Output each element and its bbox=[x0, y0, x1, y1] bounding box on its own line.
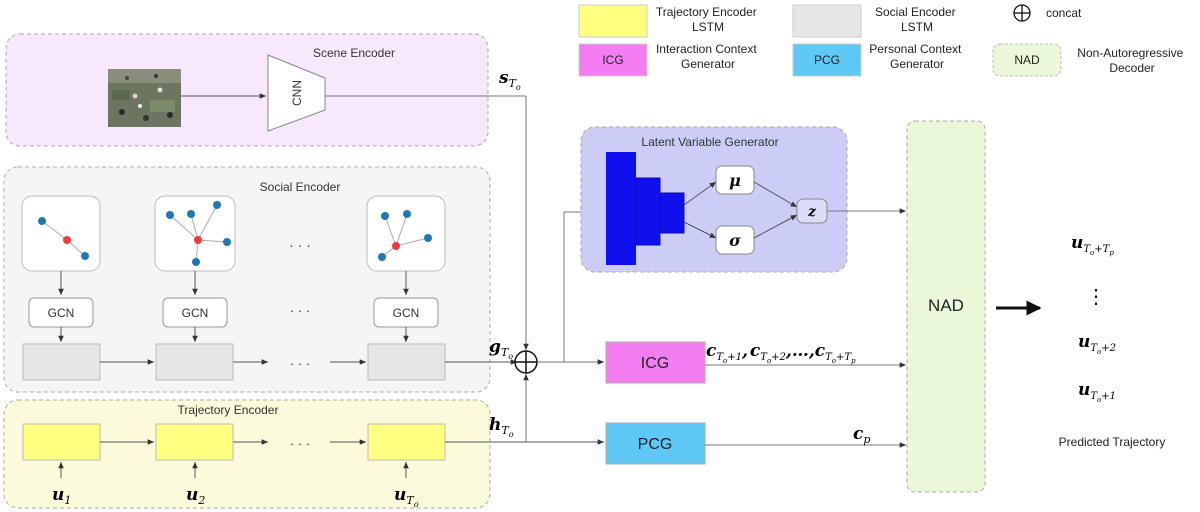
input-uTo: uTo bbox=[394, 485, 419, 509]
legend-traj-lstm-swatch bbox=[578, 4, 648, 38]
gcn-label-2: GCN bbox=[182, 306, 209, 320]
scene-encoder-panel bbox=[5, 33, 489, 147]
latent-variable-generator: Latent Variable Generator μ σ z bbox=[580, 126, 848, 273]
social-encoder-title: Social Encoder bbox=[260, 180, 341, 194]
output-vdots: ⋮ bbox=[1086, 284, 1106, 308]
traj-lstm-cell-1 bbox=[22, 423, 101, 461]
label-c-p: cp bbox=[853, 424, 870, 446]
legend-concat-label: concat bbox=[1046, 6, 1082, 20]
concat-icon bbox=[1013, 4, 1031, 22]
sigma-node bbox=[715, 225, 755, 255]
legend-social-lstm-label: Social Encoder LSTM bbox=[875, 5, 959, 34]
cnn-label: CNN bbox=[290, 80, 304, 106]
scene-encoder-title: Scene Encoder bbox=[313, 46, 395, 60]
mu-label: μ bbox=[729, 171, 741, 190]
social-lstm-cell-3 bbox=[367, 343, 446, 381]
latent-network bbox=[606, 152, 685, 265]
legend: Trajectory Encoder LSTM Social Encoder L… bbox=[578, 4, 1186, 77]
legend-icg-abbr: ICG bbox=[602, 53, 623, 67]
nad-block bbox=[906, 120, 986, 493]
social-lstm-ellipsis: · · · bbox=[290, 356, 310, 371]
gcn-ellipsis: · · · bbox=[290, 303, 310, 318]
label-s-To: sTo bbox=[498, 68, 521, 92]
legend-traj-lstm-label: Trajectory Encoder LSTM bbox=[656, 5, 760, 34]
legend-social-lstm-swatch bbox=[792, 4, 862, 38]
legend-pcg-label: Personal Context Generator bbox=[869, 42, 964, 71]
pcg-block bbox=[605, 422, 706, 465]
gcn-label-1: GCN bbox=[48, 306, 75, 320]
traj-lstm-cell-2 bbox=[155, 423, 234, 461]
traj-lstm-ellipsis: · · · bbox=[290, 436, 310, 451]
input-u2: u2 bbox=[186, 485, 205, 507]
gcn-label-3: GCN bbox=[393, 306, 420, 320]
label-g-To: gTo bbox=[489, 337, 513, 361]
icg-label: ICG bbox=[641, 355, 669, 372]
label-h-To: hTo bbox=[489, 415, 514, 439]
icg-block bbox=[605, 341, 706, 384]
traj-lstm-cell-3 bbox=[367, 423, 446, 461]
nad-label: NAD bbox=[928, 296, 964, 315]
input-u1: u1 bbox=[52, 485, 71, 507]
legend-nad-swatch bbox=[992, 43, 1062, 77]
legend-nad-label: Non-Autoregressive Decoder bbox=[1077, 46, 1186, 75]
graph-panel-2 bbox=[154, 195, 236, 272]
output-u-To-plus-Tp: uTo+Tp bbox=[1071, 233, 1114, 257]
concat-node bbox=[514, 96, 538, 442]
label-c-sequence: cTo+1,cTo+2,…,cTo+Tp bbox=[706, 341, 856, 365]
pcg-label: PCG bbox=[638, 436, 673, 453]
mu-node bbox=[715, 165, 755, 195]
output-u-To-plus-2: uTo+2 bbox=[1078, 332, 1116, 356]
sigma-label: σ bbox=[729, 231, 741, 250]
legend-nad-abbr: NAD bbox=[1014, 53, 1040, 67]
graph-panel-1 bbox=[21, 195, 101, 272]
social-encoder: Social Encoder · · · bbox=[3, 166, 517, 393]
output-u-To-plus-1: uTo+1 bbox=[1078, 380, 1116, 404]
social-lstm-cell-2 bbox=[155, 343, 234, 381]
social-lstm-cell-1 bbox=[22, 343, 101, 381]
graph-panel-3 bbox=[366, 195, 446, 272]
predicted-trajectory: uTo+Tp ⋮ uTo+2 uTo+1 Predicted Trajector… bbox=[1059, 233, 1166, 449]
scene-encoder: Scene Encoder CNN bbox=[5, 33, 526, 147]
legend-pcg-swatch bbox=[792, 43, 862, 77]
graph-ellipsis: · · · bbox=[289, 237, 311, 253]
cnn-block bbox=[267, 54, 326, 132]
legend-icg-label: Interaction Context Generator bbox=[656, 42, 760, 71]
trajectory-encoder: Trajectory Encoder · · · u1 u2 uTo bbox=[3, 399, 604, 509]
latent-title: Latent Variable Generator bbox=[641, 135, 778, 149]
legend-icg-swatch bbox=[578, 43, 648, 77]
z-label: z bbox=[807, 204, 817, 220]
scene-image bbox=[108, 69, 181, 127]
trajectory-encoder-title: Trajectory Encoder bbox=[178, 403, 279, 417]
legend-pcg-abbr: PCG bbox=[814, 53, 840, 67]
predicted-trajectory-label: Predicted Trajectory bbox=[1059, 435, 1166, 449]
